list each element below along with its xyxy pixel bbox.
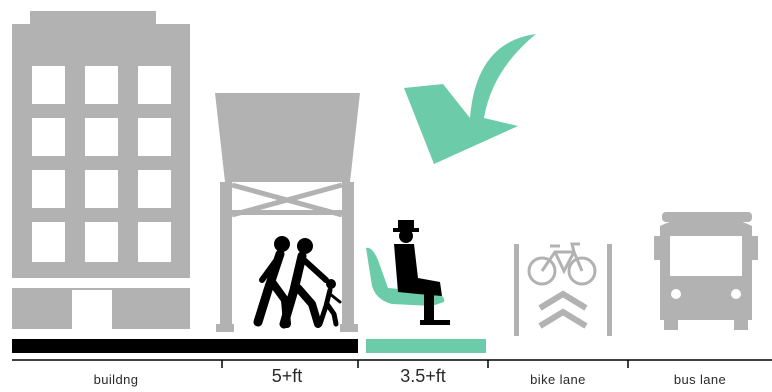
pedestrians-icon	[258, 236, 340, 324]
bus-icon	[654, 212, 758, 330]
seating-zone-strip	[366, 339, 486, 353]
building-label: buildng	[10, 368, 222, 392]
bus-lane-label: bus lane	[628, 368, 772, 392]
sidewalk-width-label: 5+ft	[222, 364, 352, 388]
elevated-structure-icon	[215, 93, 360, 332]
bicycle-icon	[514, 244, 612, 336]
bike-lane-label: bike lane	[488, 368, 628, 392]
building-icon	[12, 11, 190, 330]
sidewalk-ground-strip	[12, 339, 358, 353]
curved-arrow-icon	[404, 34, 536, 164]
seating-width-label: 3.5+ft	[358, 364, 488, 388]
seated-person-icon	[366, 220, 450, 325]
